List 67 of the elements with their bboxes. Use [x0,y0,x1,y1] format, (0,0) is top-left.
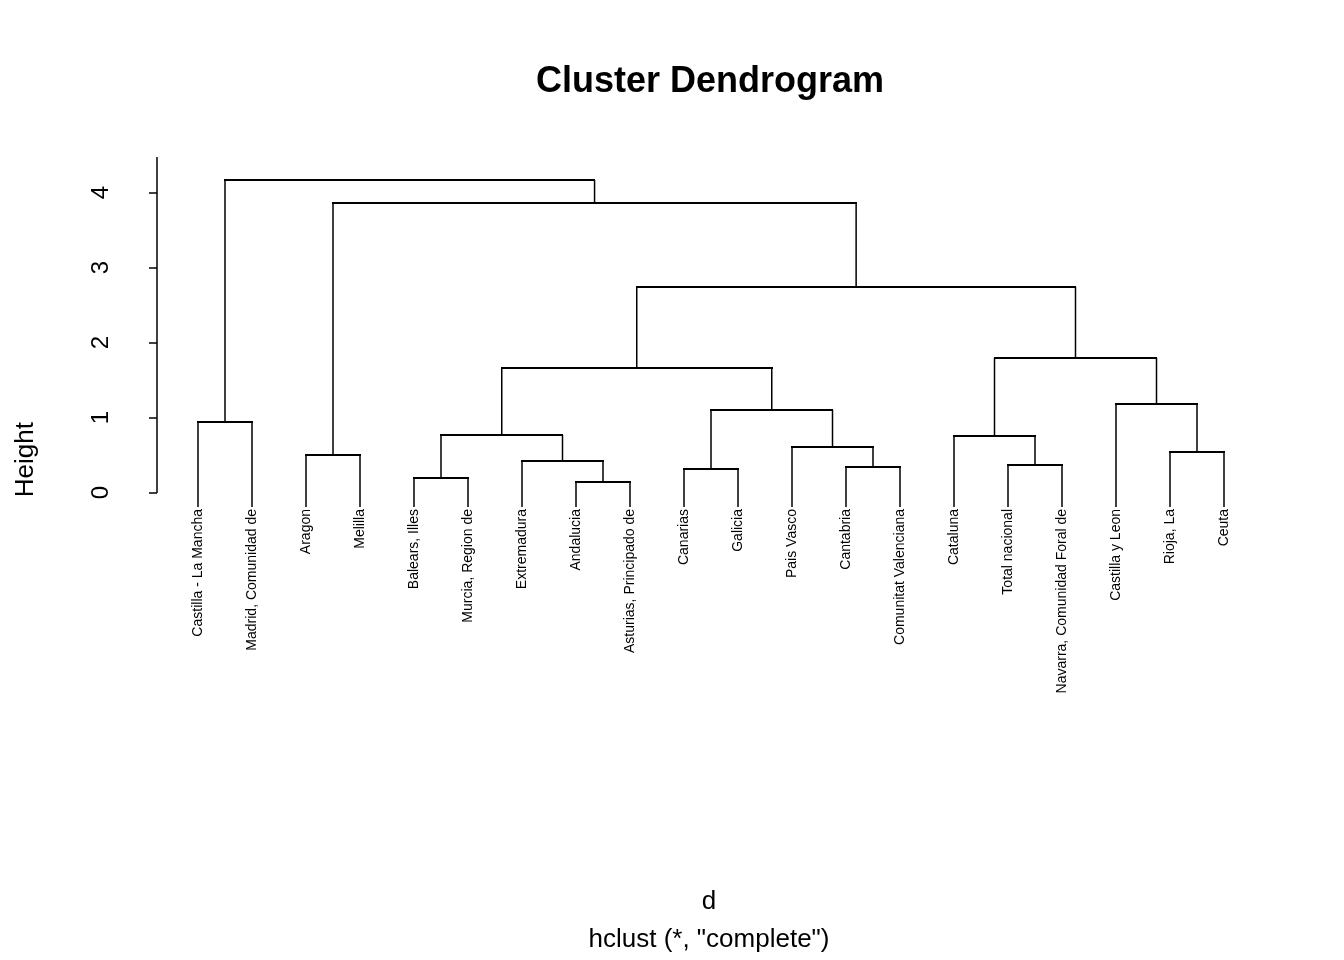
dendrogram-branch [710,409,712,470]
tick-label: 1 [88,411,112,425]
dendrogram-branch [1115,403,1117,508]
dendrogram-branch [1169,451,1171,508]
axis-title: Height [11,422,37,498]
leaf-label: Castilla y Leon [1108,509,1122,601]
leaf-label: Asturias, Principado de [622,509,636,653]
dendrogram-branch [629,481,631,508]
tick-label: 2 [88,336,112,350]
tick-label: 4 [88,186,112,200]
tick-label: 0 [88,486,112,500]
dendrogram-branch [1196,403,1198,453]
dendrogram-branch [1061,464,1063,508]
leaf-label: Ceuta [1216,509,1230,547]
dendrogram-branch [593,179,596,204]
dendrogram-branch [602,460,604,483]
leaf-label: Comunitat Valenciana [892,509,906,645]
leaf-label: Andalucia [568,509,582,571]
dendrogram-branch [251,421,253,508]
leaf-label: Pais Vasco [784,509,798,578]
dendrogram-branch [899,466,901,508]
dendrogram-branch [737,468,739,508]
dendrogram-branch [575,481,577,508]
leaf-label: Galicia [730,509,744,552]
dendrogram-branch [521,460,523,508]
leaf-label: Aragon [298,509,312,555]
dendrogram-branch [636,286,638,369]
dendrogram-branch [1155,357,1158,405]
dendrogram-branch [197,421,199,508]
leaf-label: Murcia, Region de [460,509,474,623]
leaf-label: Rioja, La [1162,509,1176,565]
dendrogram-branch [855,202,857,288]
dendrogram-branch [440,434,442,479]
dendrogram-branch [561,434,564,462]
dendrogram-branch [1223,451,1225,508]
subtitle: hclust (*, "complete") [588,925,830,951]
dendrogram-branch [872,446,874,468]
leaf-label: Total nacional [1000,509,1014,595]
dendrogram-branch [845,466,847,508]
dendrogram-branch [993,357,996,437]
leaf-label: Cataluna [946,509,960,566]
tick-label: 3 [88,261,112,275]
leaf-label: Madrid, Comunidad de [244,509,258,651]
chart-title: Cluster Dendrogram [535,62,885,98]
axis-title: d [701,887,717,913]
dendrogram-branch [501,367,503,436]
dendrogram-branch [1034,435,1036,466]
dendrogram-branch [224,179,226,423]
leaf-label: Navarra, Comunidad Foral de [1054,509,1068,694]
dendrogram-branch [332,202,334,456]
dendrogram-branch [771,367,773,411]
dendrogram-branch [413,477,415,508]
leaf-label: Melilla [352,509,366,549]
dendrogram-branch [831,409,834,448]
dendrogram-branch [359,454,361,508]
leaf-label: Canarias [676,509,690,566]
dendrogram-branch [953,435,955,508]
leaf-label: Extremadura [514,509,528,590]
dendrogram-branch [467,477,469,508]
dendrogram-branch [791,446,793,508]
leaf-label: Castilla - La Mancha [190,509,204,637]
dendrogram-branch [305,454,307,508]
dendrogram-branch [1007,464,1009,508]
dendrogram-branch [1074,286,1077,359]
leaf-label: Cantabria [838,509,852,570]
dendrogram-branch [683,468,685,508]
leaf-label: Balears, Illes [406,509,420,590]
